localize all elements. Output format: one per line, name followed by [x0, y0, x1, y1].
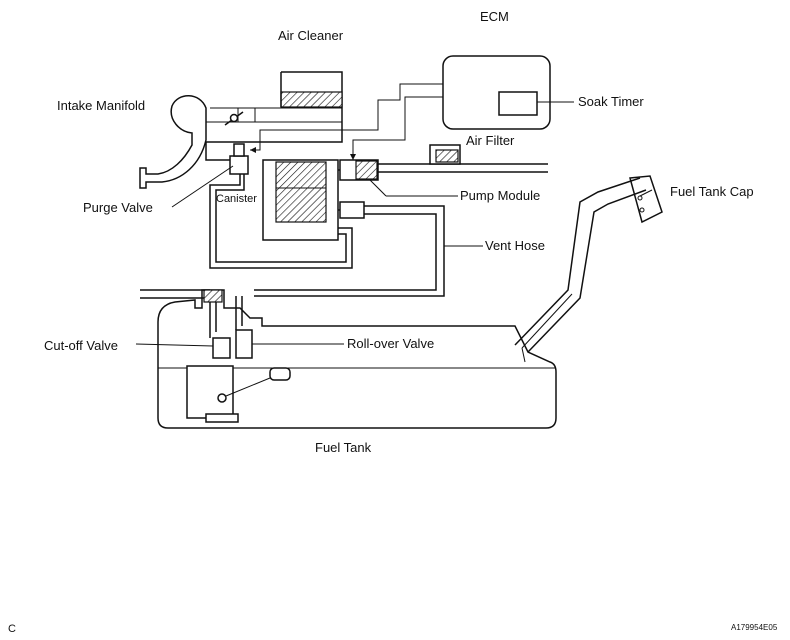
intake-manifold-label: Intake Manifold [57, 98, 145, 113]
soak-timer-box [498, 91, 538, 116]
air-filter-pipe [378, 144, 548, 173]
fuel-pump-assembly [186, 365, 291, 423]
ecm-unit [442, 55, 551, 130]
intake-manifold [139, 95, 244, 189]
air-cleaner-label: Air Cleaner [278, 28, 344, 43]
ecm-label: ECM [480, 9, 509, 24]
air-cleaner [206, 71, 343, 143]
corner-mark: C [8, 623, 16, 635]
canister-label: Canister [216, 193, 257, 205]
floor-lines [140, 289, 210, 299]
rollover-valve [235, 329, 253, 359]
pump-module-label: Pump Module [460, 188, 540, 203]
purge-valve-label: Purge Valve [83, 200, 153, 215]
pump-module [338, 159, 379, 219]
rollover-valve-label: Roll-over Valve [347, 336, 434, 351]
cutoff-valve-label: Cut-off Valve [44, 338, 118, 353]
fuel-tank-cap-label: Fuel Tank Cap [670, 184, 754, 199]
fuel-tank-label: Fuel Tank [315, 440, 372, 455]
vent-hose [254, 205, 445, 297]
cutoff-valve [212, 337, 231, 359]
purge-line [205, 142, 230, 161]
filler-pipe [514, 177, 647, 363]
soak-timer-label: Soak Timer [578, 94, 644, 109]
canister [262, 159, 339, 241]
fuel-tank-body [157, 289, 557, 429]
vent-hose-label: Vent Hose [485, 238, 545, 253]
leader-lines [135, 101, 653, 347]
air-filter-label: Air Filter [466, 133, 515, 148]
ecm-wires [250, 83, 443, 160]
tank-top-fittings [203, 289, 243, 338]
purge-valve [229, 143, 249, 175]
figure-code: A179954E05 [731, 623, 778, 632]
fuel-tank-cap [629, 175, 663, 224]
canister-hoses [209, 174, 353, 269]
